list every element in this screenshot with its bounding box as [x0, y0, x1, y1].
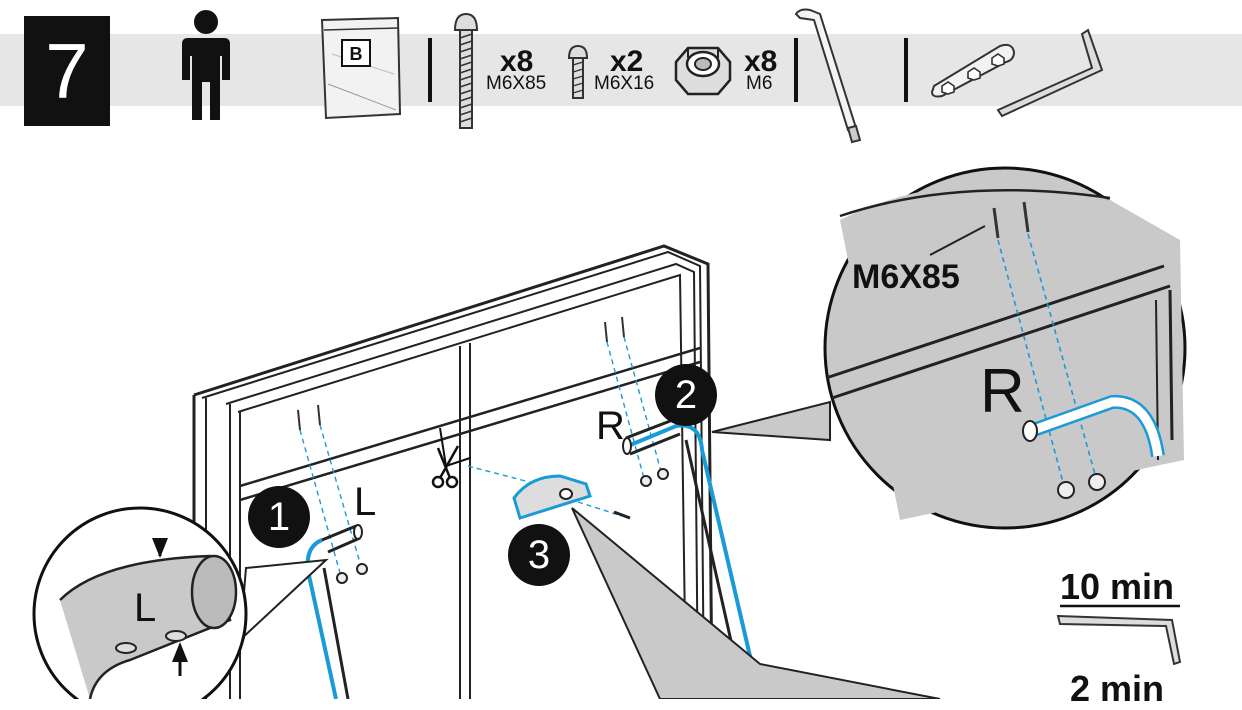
short-bolt-icon	[567, 44, 589, 99]
header-divider	[904, 38, 908, 102]
zoom-right-letter: R	[980, 357, 1025, 426]
nuts	[336, 468, 669, 584]
nut-qty: x8	[744, 45, 778, 78]
hex-key-timing-icon	[1056, 614, 1182, 666]
bag-label: B	[349, 44, 363, 64]
callout-3: 3	[508, 524, 570, 586]
short-bolt-code: M6X16	[594, 73, 655, 94]
side-label-right: R	[596, 404, 625, 448]
long-bolt-code: M6X85	[486, 73, 547, 94]
long-bolt-qty: x8	[500, 45, 534, 78]
callout-2: 2	[655, 364, 717, 426]
scissors-icon	[431, 427, 471, 489]
step-number: 7	[45, 27, 89, 115]
long-bolt-icon	[453, 12, 479, 129]
hex-key-icon	[996, 28, 1104, 118]
zoom-left-letter: L	[134, 586, 157, 630]
person-icon	[182, 10, 230, 120]
callout-1: 1	[248, 486, 310, 548]
zoom-pointer-right	[711, 400, 831, 442]
zoom-pointer-bottom	[571, 507, 941, 699]
short-bolt-qty: x2	[610, 45, 644, 78]
side-label-left: L	[354, 480, 377, 524]
bolts-left	[297, 316, 625, 431]
zoom-circle-left	[32, 506, 329, 699]
hex-nut-icon	[674, 46, 732, 96]
alt-time: 2 min	[1070, 668, 1165, 709]
zoom-bolt-label: M6X85	[852, 258, 960, 296]
left-leg	[305, 524, 363, 699]
tool-time: 10 min	[1060, 566, 1175, 607]
step-number-box: 7	[24, 16, 110, 126]
bracket-part	[512, 474, 631, 520]
zoom-circle-right	[823, 166, 1187, 530]
header-divider	[794, 38, 798, 102]
frame-leg-icon	[794, 8, 862, 144]
assembly-diagram	[32, 166, 1187, 699]
header-divider	[428, 38, 432, 102]
nut-code: M6	[746, 73, 773, 94]
hardware-bag-icon	[320, 16, 402, 120]
wrench-icon	[930, 43, 1016, 98]
